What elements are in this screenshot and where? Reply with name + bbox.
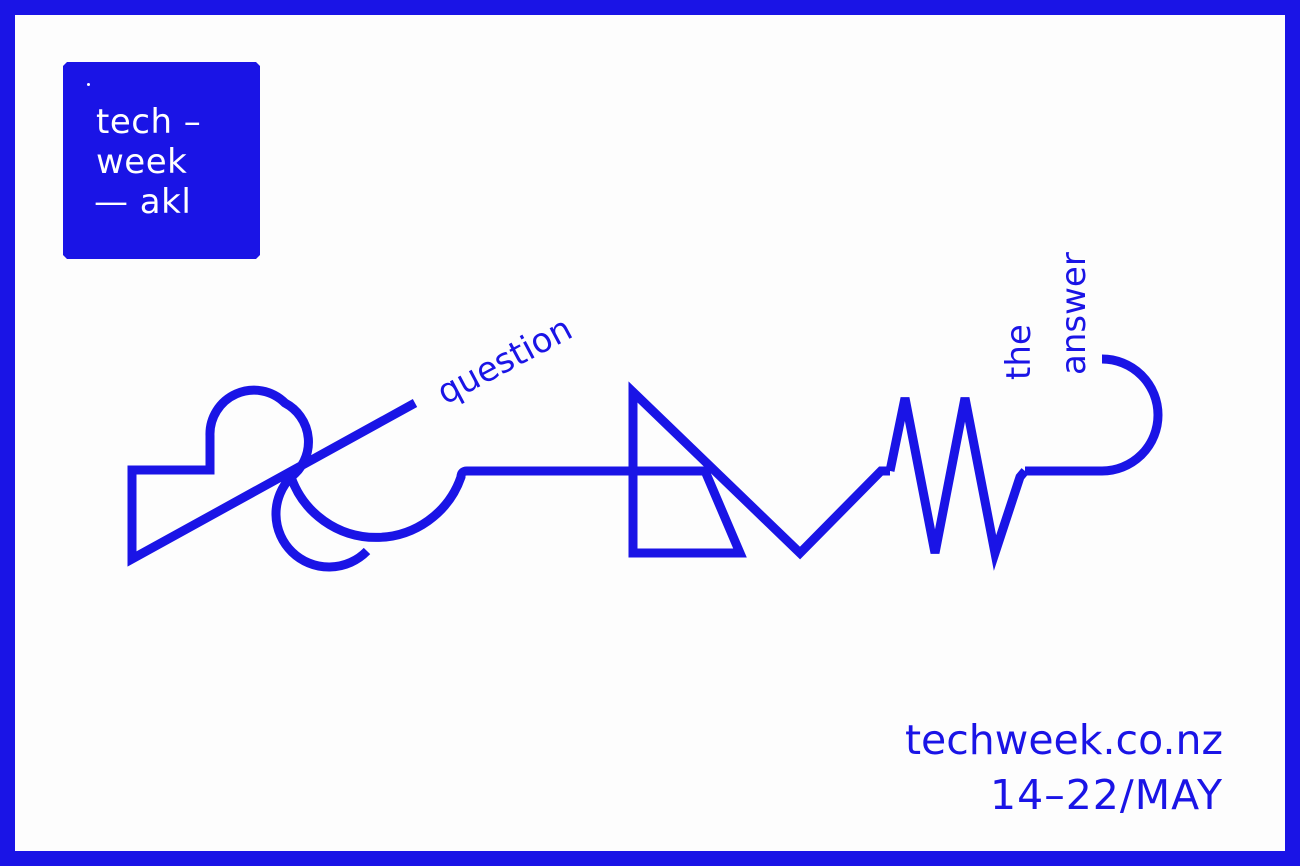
question-to-answer-line-illustration: question the answer [127, 252, 1163, 572]
techweek-logo: tech – week — akl [63, 62, 260, 259]
the-label: the [999, 324, 1039, 380]
logo-line-week: week [96, 142, 188, 182]
logo-line-tech: tech – [96, 102, 202, 142]
question-label: question [430, 309, 578, 413]
logo-dot [87, 83, 90, 86]
heart-line [127, 385, 418, 572]
website-url: techweek.co.nz [904, 716, 1223, 764]
zigzag-line [885, 397, 1029, 571]
answer-label: answer [1054, 252, 1094, 375]
event-dates: 14–22/MAY [990, 771, 1223, 819]
triangle-line [628, 381, 890, 560]
semicircle-line [286, 466, 655, 542]
curl-line [1025, 354, 1163, 476]
logo-line-akl: — akl [94, 182, 192, 222]
